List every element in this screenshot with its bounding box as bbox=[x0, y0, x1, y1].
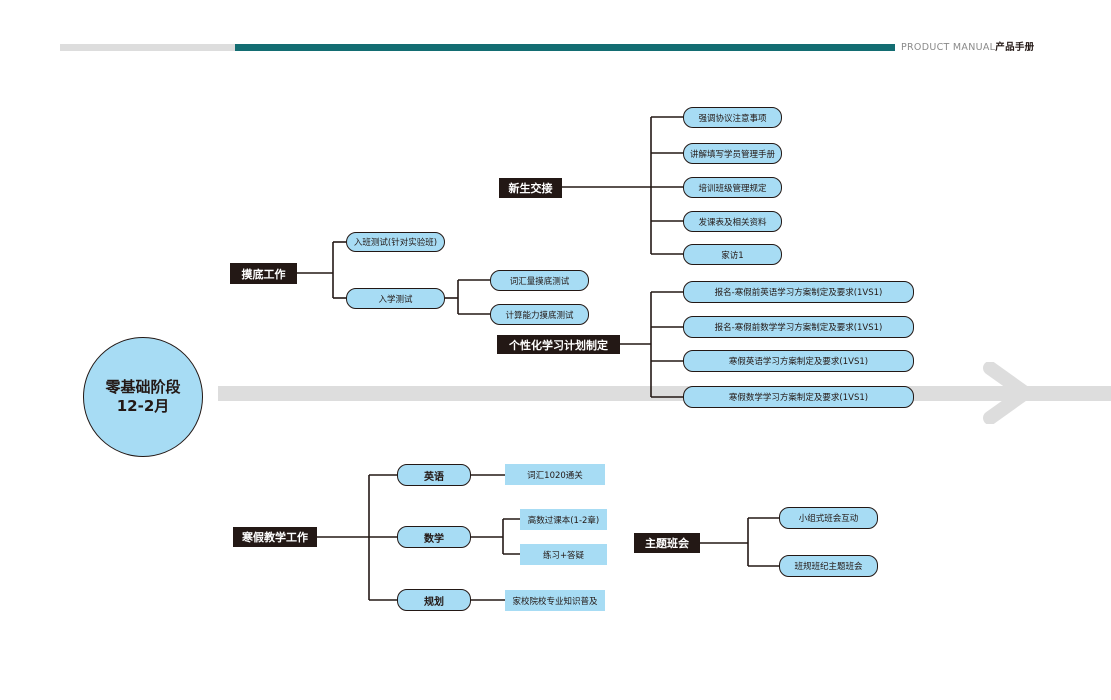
stage-period: 12-2月 bbox=[116, 397, 170, 415]
node-math-item: 高数过课本(1-2章) bbox=[520, 509, 607, 530]
node-planning-item: 家校院校专业知识普及 bbox=[505, 590, 605, 611]
product-manual-label: PRODUCT MANUAL产品手册 bbox=[901, 42, 1034, 54]
node-math-item: 练习+答疑 bbox=[520, 544, 607, 565]
node-theme-item: 班规班纪主题班会 bbox=[779, 555, 878, 577]
node-calc-test: 计算能力摸底测试 bbox=[490, 304, 589, 325]
node-entry-test: 入班测试(针对实验班) bbox=[346, 232, 445, 252]
header-bar-teal bbox=[235, 44, 895, 51]
node-theme-item: 小组式班会互动 bbox=[779, 507, 878, 529]
node-xin-sheng-item: 家访1 bbox=[683, 244, 782, 265]
node-plan-item: 报名-寒假前数学学习方案制定及要求(1VS1) bbox=[683, 316, 914, 338]
stage-circle: 零基础阶段 12-2月 bbox=[83, 337, 203, 457]
node-plan-item: 报名-寒假前英语学习方案制定及要求(1VS1) bbox=[683, 281, 914, 303]
stage-title: 零基础阶段 bbox=[105, 378, 181, 396]
branch-winter: 寒假教学工作 bbox=[233, 527, 317, 547]
branch-xin-sheng: 新生交接 bbox=[499, 178, 562, 198]
node-plan-item: 寒假数学学习方案制定及要求(1VS1) bbox=[683, 386, 914, 408]
branch-plan: 个性化学习计划制定 bbox=[497, 335, 620, 354]
node-english-item: 词汇1020通关 bbox=[505, 464, 605, 485]
node-xin-sheng-item: 发课表及相关资料 bbox=[683, 211, 782, 232]
node-xin-sheng-item: 强调协议注意事项 bbox=[683, 107, 782, 128]
branch-theme: 主题班会 bbox=[634, 533, 700, 553]
branch-mo-di: 摸底工作 bbox=[230, 263, 297, 284]
node-xin-sheng-item: 培训班级管理规定 bbox=[683, 177, 782, 198]
node-vocab-test: 词汇量摸底测试 bbox=[490, 270, 589, 291]
timeline-arrow-icon bbox=[983, 362, 1032, 424]
manual-en: PRODUCT MANUAL bbox=[901, 42, 996, 53]
node-planning: 规划 bbox=[397, 589, 471, 611]
node-english: 英语 bbox=[397, 464, 471, 486]
node-plan-item: 寒假英语学习方案制定及要求(1VS1) bbox=[683, 350, 914, 372]
node-admission-test: 入学测试 bbox=[346, 288, 445, 309]
manual-cn: 产品手册 bbox=[995, 42, 1035, 53]
header-bar-grey bbox=[60, 44, 235, 51]
node-xin-sheng-item: 讲解填写学员管理手册 bbox=[683, 143, 782, 164]
node-math: 数学 bbox=[397, 526, 471, 548]
